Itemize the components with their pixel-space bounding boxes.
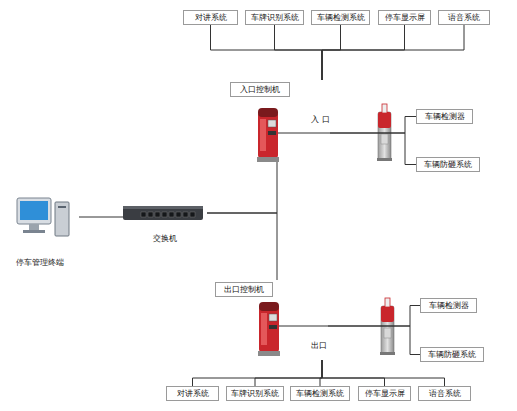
system-box: 车辆检测系统 bbox=[290, 386, 350, 401]
connector-line bbox=[207, 162, 277, 213]
system-box: 车辆防砸系统 bbox=[420, 347, 484, 362]
connector-line bbox=[275, 25, 323, 80]
connector-line bbox=[322, 360, 445, 386]
control-machine-icon bbox=[255, 106, 281, 164]
connector-line bbox=[322, 25, 464, 80]
control-machine-icon bbox=[256, 300, 282, 358]
system-box: 对讲系统 bbox=[183, 10, 238, 25]
connector-line bbox=[193, 360, 323, 386]
machine-label-box: 出口控制机 bbox=[215, 282, 273, 297]
system-name: 车牌识别系统 bbox=[231, 389, 279, 399]
system-box: 车辆检测器 bbox=[416, 109, 473, 124]
system-box: 车辆检测系统 bbox=[311, 10, 370, 25]
connector-line bbox=[79, 217, 123, 218]
connector-line bbox=[330, 117, 416, 134]
connector-line bbox=[211, 25, 323, 80]
system-box: 车牌识别系统 bbox=[226, 386, 284, 401]
terminal-computer: 停车管理终端 bbox=[1, 192, 79, 272]
connector-line bbox=[328, 326, 420, 355]
computer-icon bbox=[15, 194, 75, 240]
system-box: 对讲系统 bbox=[166, 386, 219, 401]
system-box: 语音系统 bbox=[438, 10, 490, 25]
system-box: 车辆防砸系统 bbox=[416, 157, 480, 172]
system-box: 停车显示屏 bbox=[378, 10, 431, 25]
connector-line bbox=[322, 25, 405, 80]
system-box: 停车显示屏 bbox=[358, 386, 411, 401]
system-name: 车牌识别系统 bbox=[251, 13, 299, 23]
system-box: 车牌识别系统 bbox=[245, 10, 304, 25]
system-name: 停车显示屏 bbox=[385, 13, 425, 23]
passage-label: 出口 bbox=[310, 341, 328, 351]
network-switch: 交换机 bbox=[123, 204, 207, 250]
system-name: 车辆检测系统 bbox=[296, 389, 344, 399]
system-name: 车辆检测器 bbox=[429, 301, 469, 311]
system-name: 对讲系统 bbox=[195, 13, 227, 23]
link-line bbox=[278, 326, 328, 327]
node-caption: 交换机 bbox=[123, 234, 207, 244]
system-name: 车辆防砸系统 bbox=[428, 350, 476, 360]
passage-label: 入 口 bbox=[310, 115, 331, 125]
connector-line bbox=[330, 133, 416, 165]
connector-line bbox=[322, 360, 385, 386]
system-box: 语音系统 bbox=[418, 386, 471, 401]
node-caption: 停车管理终端 bbox=[1, 258, 79, 268]
system-name: 停车显示屏 bbox=[365, 389, 405, 399]
machine-label: 出口控制机 bbox=[224, 285, 264, 295]
switch-icon bbox=[123, 204, 203, 222]
system-name: 车辆防砸系统 bbox=[424, 160, 472, 170]
link-line bbox=[274, 133, 330, 134]
connector-line bbox=[207, 213, 277, 280]
connector-line bbox=[328, 306, 420, 327]
system-name: 语音系统 bbox=[429, 389, 461, 399]
system-name: 车辆检测系统 bbox=[317, 13, 365, 23]
machine-label-box: 入口控制机 bbox=[230, 82, 290, 97]
system-name: 车辆检测器 bbox=[425, 112, 465, 122]
connector-line bbox=[255, 360, 322, 386]
connector-line bbox=[322, 25, 341, 80]
machine-label: 入口控制机 bbox=[240, 85, 280, 95]
system-name: 语音系统 bbox=[448, 13, 480, 23]
system-box: 车辆检测器 bbox=[420, 298, 477, 313]
system-name: 对讲系统 bbox=[177, 389, 209, 399]
